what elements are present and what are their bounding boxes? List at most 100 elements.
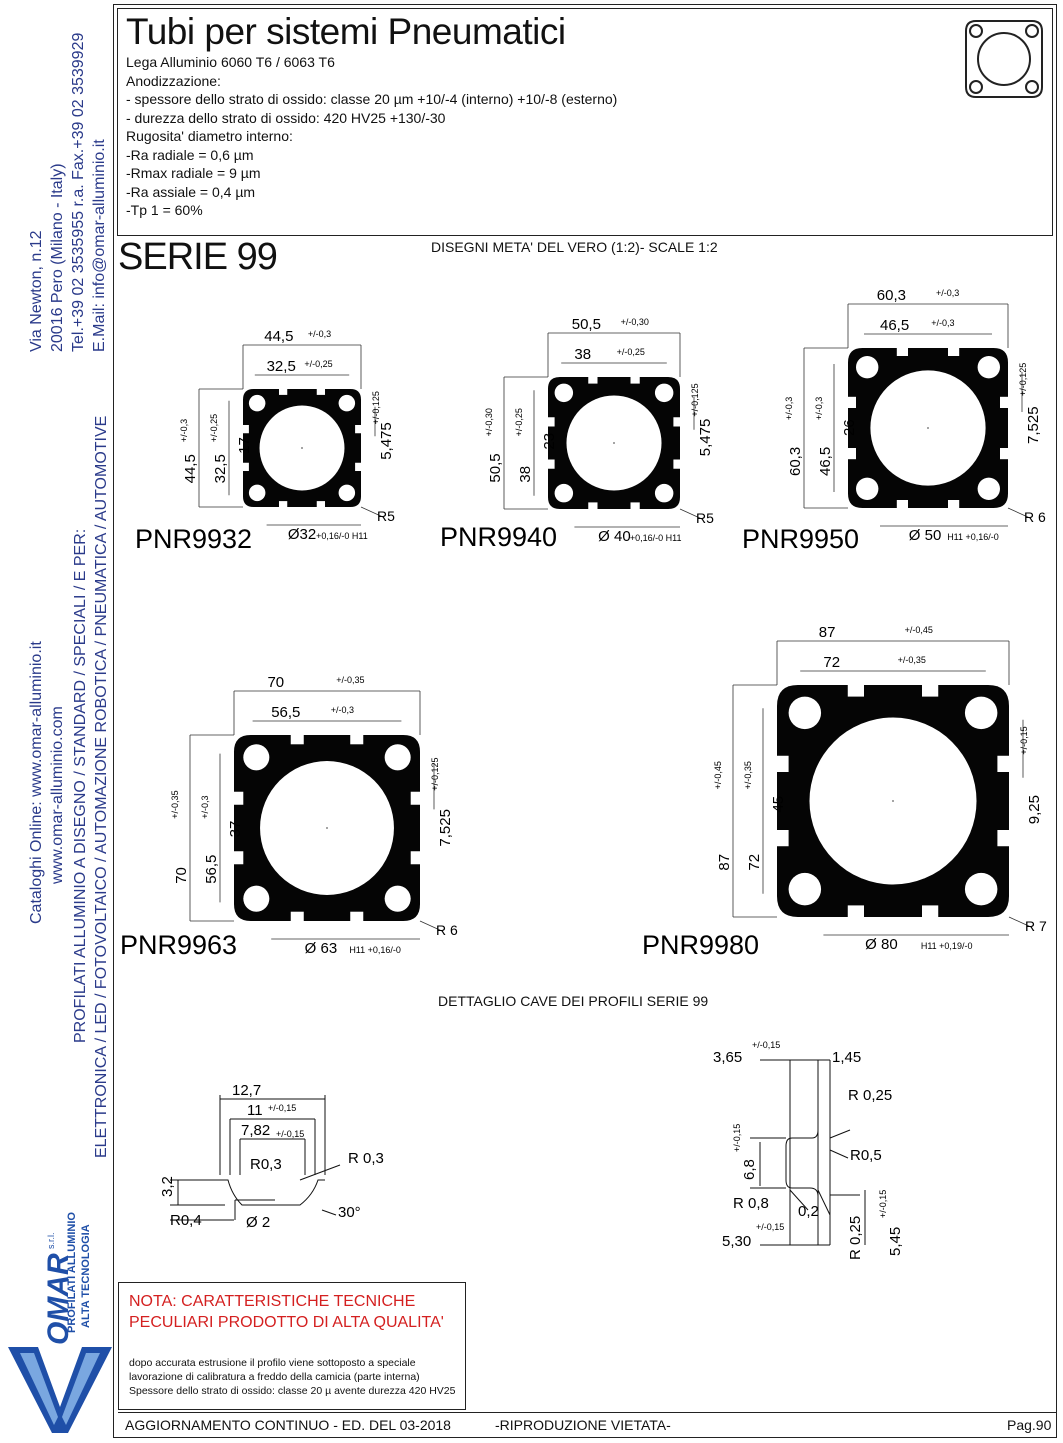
- serie-title: SERIE 99: [118, 236, 278, 278]
- profile-groove: [588, 377, 598, 384]
- dim-r0-8: R 0,8: [733, 1195, 769, 1212]
- profile-screw-hole: [977, 477, 1000, 500]
- profile-groove: [278, 389, 288, 395]
- dim-3-65-tol: +/-0,15: [752, 1040, 780, 1050]
- profile-pnr9950: [803, 303, 1031, 527]
- dim-mid-width: 38: [574, 346, 591, 363]
- profile-groove: [350, 911, 364, 921]
- dim-outer-height-tol: +/-0,3: [179, 419, 189, 442]
- dim-outer-height: 70: [173, 867, 190, 884]
- footer-update: AGGIORNAMENTO CONTINUO - ED. DEL 03-2018: [125, 1417, 451, 1433]
- profile-groove: [316, 389, 326, 395]
- profile-screw-hole: [654, 383, 674, 403]
- profile-groove: [922, 905, 939, 917]
- profile-groove: [848, 396, 856, 408]
- dim-mid-height: 72: [746, 854, 763, 871]
- profile-groove: [1000, 448, 1008, 460]
- dim-outer-height: 60,3: [787, 447, 804, 476]
- dim-11-tol: +/-0,15: [268, 1103, 296, 1113]
- spec-line: -Ra radiale = 0,6 µm: [126, 146, 254, 163]
- profile-groove: [350, 735, 364, 745]
- dim-outer-width-tol: +/-0,45: [905, 625, 933, 635]
- profile-screw-hole: [338, 484, 356, 502]
- profile-groove: [777, 755, 789, 772]
- profile-code: PNR9932: [135, 524, 252, 554]
- omar-logo: OMAR PROFILATI ALLUMINIO ALTA TECNOLOGIA…: [0, 1205, 112, 1435]
- profile-groove: [278, 501, 288, 507]
- profile-groove: [355, 462, 361, 472]
- dim-side-groove-tol: +/-0,125: [1018, 363, 1028, 396]
- profile-screw-hole: [964, 872, 998, 906]
- profile-groove: [847, 685, 864, 697]
- dim-mid-width: 72: [823, 654, 840, 671]
- profile-screw-hole: [554, 383, 574, 403]
- profile-groove: [948, 500, 960, 508]
- dim-d2: Ø 2: [246, 1214, 270, 1231]
- dim-outer-width: 60,3: [877, 287, 906, 304]
- dim-side-groove: 7,525: [437, 809, 454, 847]
- nota-title-line-2: PECULIARI PRODOTTO DI ALTA QUALITA': [129, 1314, 444, 1331]
- dim-inner-height: 37: [227, 821, 244, 838]
- dim-r0-5: R0,5: [850, 1147, 882, 1164]
- logo-v-icon: [8, 1347, 112, 1433]
- profile-center-mark: [326, 827, 328, 829]
- profile-groove: [896, 500, 908, 508]
- profile-screw-hole: [248, 484, 266, 502]
- dim-outer-height: 44,5: [182, 454, 199, 483]
- profile-groove: [410, 851, 420, 865]
- dim-outer-width: 87: [819, 624, 836, 641]
- profile-screw-hole: [554, 483, 574, 503]
- spec-line: - spessore dello strato di ossido: class…: [126, 91, 618, 107]
- profile-groove: [630, 377, 640, 384]
- dim-outer-width-tol: +/-0,3: [936, 288, 959, 298]
- dim-side-groove: 9,25: [1026, 795, 1043, 824]
- dim-outer-width-tol: +/-0,35: [336, 675, 364, 685]
- dim-1-45: 1,45: [832, 1049, 861, 1066]
- profile-screw-hole: [977, 356, 1000, 379]
- dim-mid-height: 56,5: [203, 855, 220, 884]
- dim-bore-diameter: Ø 50: [909, 527, 942, 544]
- profile-pnr9932: [198, 344, 384, 526]
- profile-center-mark: [927, 427, 929, 429]
- nota-body-line: Spessore dello strato di ossido: classe …: [129, 1385, 456, 1397]
- dim-outer-height: 87: [716, 854, 733, 871]
- dim-corner-radius: R5: [377, 508, 395, 524]
- dim-bore-tol: H11 +0,16/-0: [349, 945, 401, 955]
- dim-side-groove-tol: +/-0,125: [430, 758, 440, 791]
- dim-bore-tol: +0,16/-0 H11: [630, 533, 682, 543]
- spec-line: Anodizzazione:: [126, 72, 221, 89]
- detail-title: DETTAGLIO CAVE DEI PROFILI SERIE 99: [438, 993, 709, 1009]
- nota-body: dopo accurata estrusione il profilo vien…: [129, 1356, 456, 1398]
- profile-groove: [548, 417, 555, 427]
- dim-5-30: 5,30: [722, 1233, 751, 1250]
- dim-corner-radius: R5: [696, 510, 714, 526]
- profile-groove: [588, 502, 598, 509]
- profile-code: PNR9950: [742, 524, 859, 554]
- dim-outer-width-tol: +/-0,3: [308, 329, 331, 339]
- profile-center-mark: [613, 442, 615, 444]
- sidebar: Via Newton, n.12 20016 Pero (Milano - It…: [0, 0, 112, 1443]
- spec-line: Lega Alluminio 6060 T6 / 6063 T6: [126, 54, 335, 70]
- dim-side-groove: 5,475: [378, 422, 395, 460]
- dim-12-7: 12,7: [232, 1082, 261, 1099]
- dim-mid-width-tol: +/-0,25: [617, 347, 645, 357]
- profile-groove: [673, 417, 680, 427]
- dim-mid-height: 32,5: [212, 454, 229, 483]
- dim-mid-height: 46,5: [817, 447, 834, 476]
- dim-5-45-tol: +/-0,15: [878, 1190, 888, 1218]
- spec-line: -Tp 1 = 60%: [126, 202, 203, 218]
- dim-side-groove-tol: +/-0,125: [690, 383, 700, 416]
- profile-groove: [234, 791, 244, 805]
- dim-outer-width: 44,5: [264, 328, 293, 345]
- dim-0-2: 0,2: [798, 1203, 819, 1220]
- profile-groove: [243, 462, 249, 472]
- dim-bore-diameter: Ø 40: [598, 528, 631, 545]
- page-title: Tubi per sistemi Pneumatici: [126, 11, 566, 52]
- profile-screw-hole: [384, 744, 411, 771]
- dim-mid-height-tol: +/-0,35: [743, 761, 753, 789]
- spec-line: Rugosita' diametro interno:: [126, 128, 293, 144]
- profile-screw-hole: [856, 477, 879, 500]
- nota-box: NOTA: CARATTERISTICHE TECNICHE PECULIARI…: [118, 1282, 466, 1410]
- dim-inner-height: 23: [541, 433, 558, 450]
